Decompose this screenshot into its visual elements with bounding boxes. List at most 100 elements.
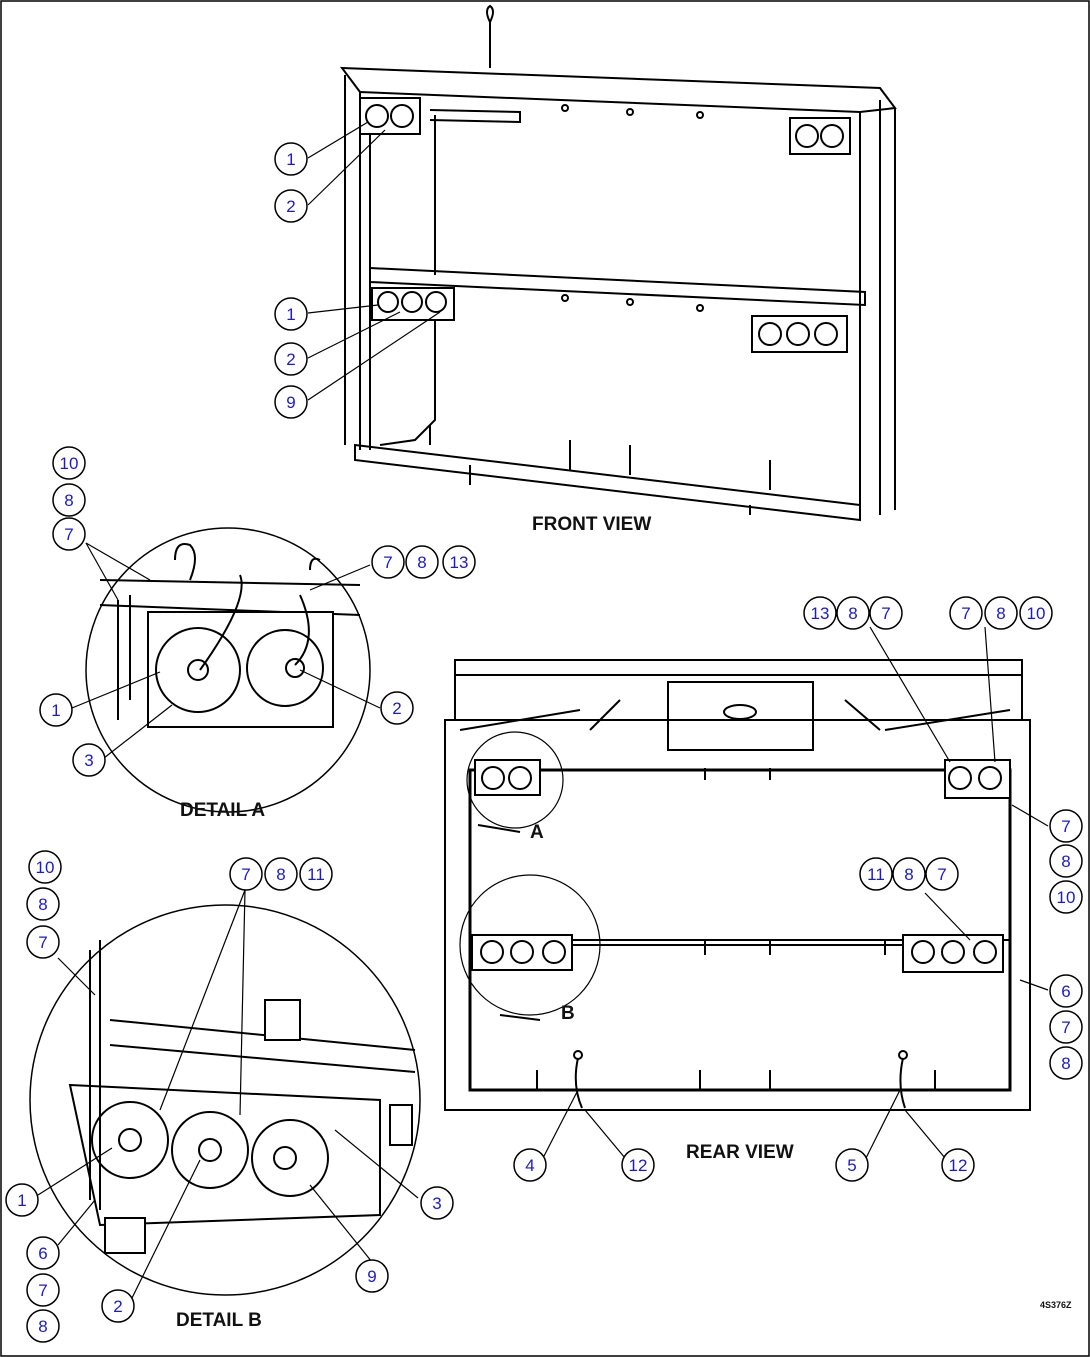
balloon-number: 7 [881,604,890,623]
detail-a-label: DETAIL A [180,800,265,821]
balloon-number: 7 [1061,1018,1070,1037]
balloon-number: 7 [38,1281,47,1300]
balloon-number: 3 [432,1194,441,1213]
balloon-number: 13 [811,604,830,623]
balloon-number: 10 [1027,604,1046,623]
balloon-number: 8 [64,491,73,510]
balloon-number: 8 [848,604,857,623]
balloon-detail-b-9: 7 [26,1273,60,1307]
balloon-rear-top-4: 7 [949,596,983,630]
balloon-number: 11 [867,865,885,884]
balloon-rear-right-1: 7 [1049,809,1083,843]
balloon-number: 9 [367,1267,376,1286]
balloon-rear-top-2: 8 [836,596,870,630]
balloon-rear-bottom-3: 5 [835,1148,869,1182]
balloon-rear-right-6: 7 [925,857,959,891]
front-view-drawing [339,4,897,522]
balloon-front-2: 2 [274,189,308,223]
balloon-number: 11 [307,865,325,884]
balloon-rear-right-9: 8 [1049,1046,1083,1080]
balloon-number: 8 [276,865,285,884]
balloon-detail-b-11: 2 [101,1289,135,1323]
balloon-detail-b-3: 7 [26,925,60,959]
balloon-rear-right-7: 6 [1049,974,1083,1008]
balloon-number: 13 [450,553,469,572]
balloon-number: 12 [949,1156,968,1175]
balloon-number: 8 [417,553,426,572]
balloon-rear-bottom-1: 4 [513,1148,547,1182]
balloon-number: 6 [1061,982,1070,1001]
rear-view-drawing [444,659,1031,1111]
balloon-number: 5 [847,1156,856,1175]
balloon-detail-a-8: 2 [380,691,414,725]
balloon-number: 2 [392,699,401,718]
balloon-number: 10 [1057,888,1076,907]
balloon-detail-b-12: 9 [355,1259,389,1293]
balloon-detail-a-9: 3 [72,743,106,777]
balloon-detail-b-7: 1 [5,1183,39,1217]
balloon-detail-b-5: 8 [264,857,298,891]
balloon-detail-b-6: 11 [299,857,333,891]
balloon-front-4: 2 [274,342,308,376]
balloon-rear-right-3: 10 [1049,880,1083,914]
balloon-number: 7 [1061,817,1070,836]
balloon-rear-right-8: 7 [1049,1010,1083,1044]
balloon-number: 8 [1061,1054,1070,1073]
balloon-detail-a-6: 13 [442,545,476,579]
balloon-front-3: 1 [274,297,308,331]
balloon-number: 7 [961,604,970,623]
balloon-rear-right-4: 11 [859,857,893,891]
balloon-detail-b-8: 6 [26,1236,60,1270]
balloon-detail-a-5: 8 [405,545,439,579]
balloon-number: 7 [241,865,250,884]
balloon-number: 12 [629,1156,648,1175]
balloon-number: 1 [286,305,295,324]
balloon-detail-b-13: 3 [420,1186,454,1220]
balloon-detail-a-1: 10 [52,446,86,480]
front-view-label: FRONT VIEW [532,514,651,535]
detail-b-label: DETAIL B [176,1310,262,1331]
balloon-number: 7 [64,525,73,544]
balloon-number: 1 [286,150,295,169]
balloon-number: 8 [996,604,1005,623]
balloon-detail-b-10: 8 [26,1309,60,1343]
balloon-detail-a-7: 1 [39,693,73,727]
balloon-rear-top-5: 8 [984,596,1018,630]
balloon-number: 9 [286,393,295,412]
balloon-rear-top-6: 10 [1019,596,1053,630]
figure-code: 4S376Z [1040,1300,1072,1310]
balloon-number: 7 [383,553,392,572]
balloon-detail-a-3: 7 [52,517,86,551]
callout-a-label: A [530,822,544,843]
balloon-front-5: 9 [274,385,308,419]
balloon-number: 4 [525,1156,534,1175]
balloon-number: 2 [113,1297,122,1316]
balloon-detail-a-2: 8 [52,483,86,517]
balloon-number: 7 [937,865,946,884]
balloon-number: 8 [904,865,913,884]
balloon-rear-right-5: 8 [892,857,926,891]
balloon-detail-b-2: 8 [26,887,60,921]
detail-a-drawing [85,527,371,813]
balloon-detail-b-4: 7 [229,857,263,891]
balloon-number: 8 [38,895,47,914]
balloon-number: 2 [286,350,295,369]
balloon-number: 1 [51,701,60,720]
balloon-number: 10 [60,454,79,473]
balloon-number: 6 [38,1244,47,1263]
balloon-front-1: 1 [274,142,308,176]
balloon-number: 7 [38,933,47,952]
detail-b-drawing [29,904,421,1296]
callout-b-label: B [561,1003,575,1024]
balloon-number: 3 [84,751,93,770]
balloon-rear-top-1: 13 [803,596,837,630]
rear-view-label: REAR VIEW [686,1142,794,1163]
balloon-number: 1 [17,1191,26,1210]
balloon-rear-right-2: 8 [1049,844,1083,878]
balloon-rear-bottom-4: 12 [941,1148,975,1182]
balloon-number: 8 [1061,852,1070,871]
balloon-number: 2 [286,197,295,216]
balloon-number: 8 [38,1317,47,1336]
